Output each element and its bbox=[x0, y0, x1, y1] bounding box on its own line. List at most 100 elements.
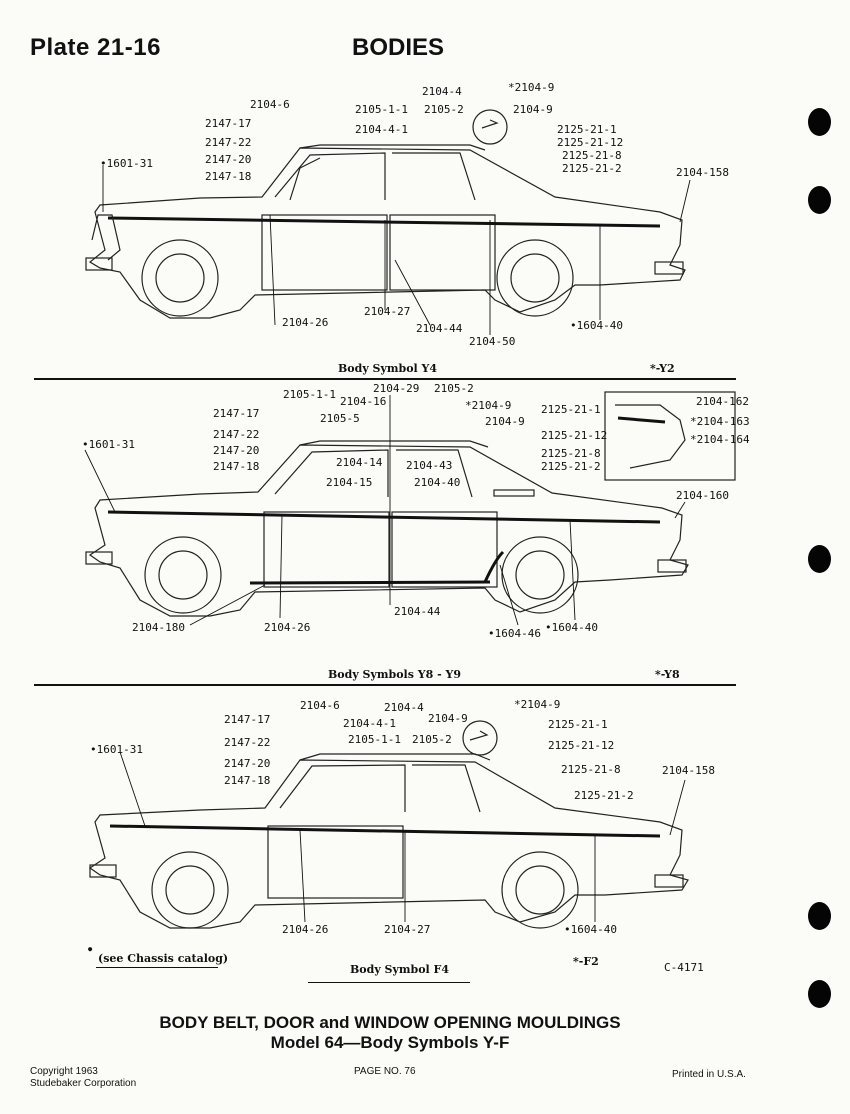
diagram-caption: Body Symbol Y4 bbox=[338, 362, 438, 375]
callout-label: 2147-18 bbox=[224, 774, 271, 787]
callout-label: 2104-9 bbox=[485, 415, 525, 428]
callout-label: 2125-21-8 bbox=[541, 447, 601, 460]
callout-label: 2104-44 bbox=[394, 605, 441, 618]
callout-label: 2104-40 bbox=[414, 476, 461, 489]
car-drawing-y4 bbox=[85, 109, 686, 319]
callout-label: 2104-44 bbox=[416, 322, 463, 335]
callout-label: 2104-4 bbox=[422, 85, 462, 98]
callout-label: 2147-17 bbox=[224, 713, 271, 726]
diagram-caption: Body Symbol F4 bbox=[350, 963, 450, 976]
copyright-owner: Studebaker Corporation bbox=[30, 1078, 137, 1089]
callout-label: 2104-158 bbox=[676, 166, 729, 179]
callout-label: *2104-9 bbox=[514, 698, 561, 711]
note-underline bbox=[96, 967, 218, 968]
callout-label: 2125-21-8 bbox=[562, 149, 622, 162]
callout-label: *2104-9 bbox=[508, 81, 555, 94]
plate-number: Plate 21-16 bbox=[30, 34, 161, 61]
binder-hole bbox=[808, 108, 831, 136]
binder-hole bbox=[808, 902, 831, 930]
callout-label: 2125-21-12 bbox=[557, 136, 624, 149]
callout-label: 2104-162 bbox=[696, 395, 749, 408]
binder-hole bbox=[808, 980, 831, 1008]
callout-label: 2104-27 bbox=[364, 305, 411, 318]
callout-label: 2104-158 bbox=[662, 764, 715, 777]
section-divider bbox=[34, 378, 736, 380]
callout-label: •1604-40 bbox=[564, 923, 617, 936]
callout-label: *2104-164 bbox=[690, 433, 750, 446]
callout-label: 2147-17 bbox=[205, 117, 252, 130]
diagram-note: *-F2 bbox=[573, 955, 599, 968]
callout-label: 2125-21-1 bbox=[548, 718, 608, 731]
callout-label: 2104-26 bbox=[264, 621, 311, 634]
callout-label: 2147-18 bbox=[205, 170, 252, 183]
callout-label: 2104-9 bbox=[513, 103, 553, 116]
callout-label: 2104-15 bbox=[326, 476, 373, 489]
callout-label: 2105-1-1 bbox=[355, 103, 408, 116]
callout-label: •1601-31 bbox=[82, 438, 135, 451]
section-divider bbox=[34, 684, 736, 686]
binder-hole bbox=[808, 186, 831, 214]
callout-label: 2104-6 bbox=[300, 699, 340, 712]
callout-label: •1604-40 bbox=[570, 319, 623, 332]
callout-label: 2105-2 bbox=[434, 382, 474, 395]
callout-label: •1601-31 bbox=[100, 157, 153, 170]
callout-label: 2147-20 bbox=[213, 444, 260, 457]
callout-label: 2104-14 bbox=[336, 456, 383, 469]
car-drawing-f4 bbox=[88, 720, 689, 929]
callout-label: 2147-20 bbox=[205, 153, 252, 166]
callout-label: 2104-16 bbox=[340, 395, 387, 408]
page-title: BODIES bbox=[352, 34, 445, 61]
binder-hole bbox=[808, 545, 831, 573]
callout-label: 2125-21-12 bbox=[548, 739, 615, 752]
callout-label: 2104-4-1 bbox=[355, 123, 408, 136]
callout-label: *2104-9 bbox=[465, 399, 512, 412]
callout-label: 2125-21-2 bbox=[574, 789, 634, 802]
callout-label: 2147-20 bbox=[224, 757, 271, 770]
diagram-caption: Body Symbols Y8 - Y9 bbox=[328, 668, 461, 681]
callout-label: 2105-2 bbox=[424, 103, 464, 116]
diagram-note: *-Y2 bbox=[650, 362, 675, 375]
callout-label: 2147-22 bbox=[205, 136, 252, 149]
footer-subtitle: Model 64—Body Symbols Y-F bbox=[270, 1033, 510, 1052]
diagram-note: *-Y8 bbox=[655, 668, 680, 681]
copyright: Copyright 1963 bbox=[30, 1066, 98, 1077]
callout-label: 2104-27 bbox=[384, 923, 431, 936]
callout-label: 2147-22 bbox=[213, 428, 260, 441]
callout-label: 2125-21-2 bbox=[562, 162, 622, 175]
callout-label: 2104-180 bbox=[132, 621, 185, 634]
callout-label: 2147-18 bbox=[213, 460, 260, 473]
caption-underline bbox=[308, 982, 470, 983]
callout-label: 2105-5 bbox=[320, 412, 360, 425]
callout-label: •1604-46 bbox=[488, 627, 541, 640]
printed-in: Printed in U.S.A. bbox=[672, 1069, 746, 1080]
callout-label: 2104-26 bbox=[282, 316, 329, 329]
catalog-code: C-4171 bbox=[664, 961, 704, 974]
callout-label: •1601-31 bbox=[90, 743, 143, 756]
callout-label: 2104-43 bbox=[406, 459, 453, 472]
callout-label: 2105-1-1 bbox=[283, 388, 336, 401]
callout-label: 2125-21-1 bbox=[541, 403, 601, 416]
callout-leader-lines bbox=[84, 165, 691, 923]
callout-label: 2105-1-1 bbox=[348, 733, 401, 746]
callout-label: 2104-9 bbox=[428, 712, 468, 725]
callout-label: 2125-21-12 bbox=[541, 429, 608, 442]
callout-label: 2125-21-1 bbox=[557, 123, 617, 136]
callout-label: 2104-50 bbox=[469, 335, 516, 348]
callout-label: 2147-17 bbox=[213, 407, 260, 420]
callout-label: 2147-22 bbox=[224, 736, 271, 749]
callout-label: 2105-2 bbox=[412, 733, 452, 746]
callout-label: 2104-6 bbox=[250, 98, 290, 111]
callout-label: 2104-4-1 bbox=[343, 717, 396, 730]
callout-label: •1604-40 bbox=[545, 621, 598, 634]
callout-label: 2104-160 bbox=[676, 489, 729, 502]
callout-label: 2125-21-8 bbox=[561, 763, 621, 776]
car-drawing-y8-y9 bbox=[85, 391, 736, 617]
callout-label: 2104-29 bbox=[373, 382, 420, 395]
bullet-mark: ● bbox=[88, 945, 93, 953]
callout-label: 2104-4 bbox=[384, 701, 424, 714]
callout-label: *2104-163 bbox=[690, 415, 750, 428]
page-number: PAGE NO. 76 bbox=[354, 1066, 416, 1077]
chassis-note: (see Chassis catalog) bbox=[98, 952, 229, 965]
callout-label: 2104-26 bbox=[282, 923, 329, 936]
